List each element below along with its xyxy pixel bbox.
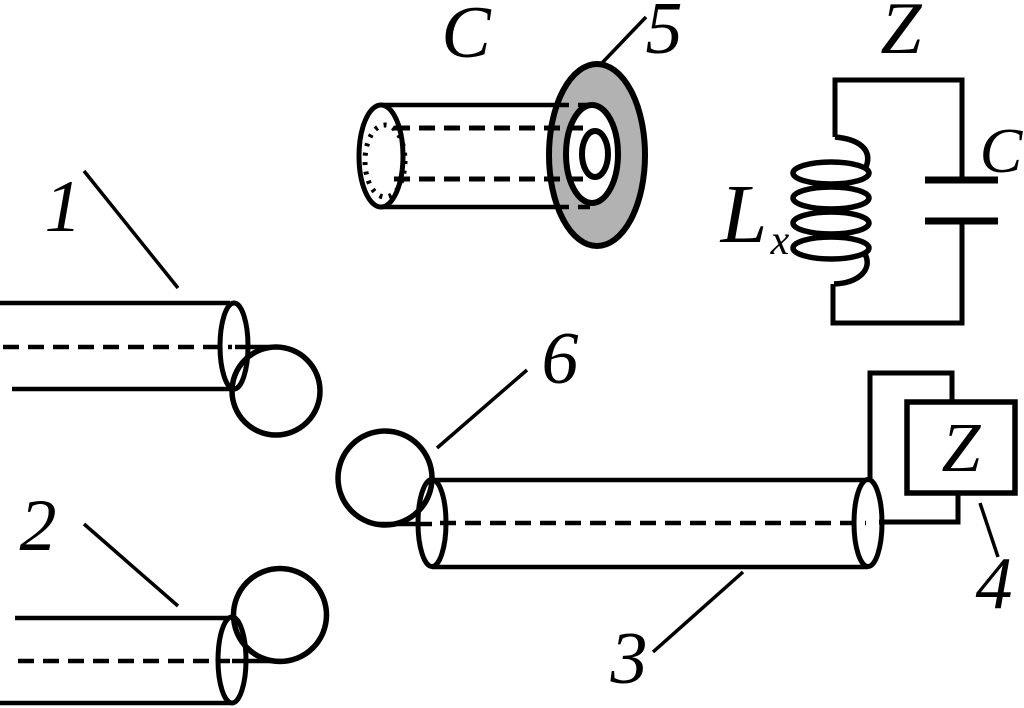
- label-2-leader-line: [82, 522, 180, 608]
- inner-conductor-end-face: [579, 128, 611, 180]
- cable3-left-end-face: [415, 477, 449, 569]
- label-2: 2: [20, 485, 57, 567]
- probe1-end-face: [217, 300, 251, 392]
- inductor-coil-turn: [790, 234, 872, 262]
- label-circuit-capacitor-c: C: [980, 115, 1024, 186]
- inductor-coil-turn: [790, 159, 872, 187]
- coax-probe-1: 1: [0, 166, 323, 438]
- label-tubular-capacitor-c: C: [441, 0, 492, 74]
- label-6: 6: [542, 318, 579, 400]
- label-1-leader-line: [82, 169, 180, 290]
- label-5-leader-line: [600, 15, 648, 65]
- label-meter-z: Z: [942, 410, 982, 487]
- coil-entry-arc: [834, 134, 871, 168]
- impedance-meter: Z 4: [867, 370, 1018, 625]
- label-4: 4: [976, 543, 1013, 625]
- circuit-top-wire: [832, 77, 965, 178]
- tube-left-end-face: [356, 102, 406, 210]
- label-inductance-subscript-x: x: [770, 218, 790, 264]
- impedance-meter-box: [904, 399, 1018, 496]
- label-inductance-l: L: [720, 168, 768, 261]
- cable3-right-end-face: [851, 477, 885, 569]
- label-6-leader-line: [435, 368, 529, 450]
- coil-exit-arc: [833, 252, 870, 287]
- tube-bore-dotted-ellipse: [362, 122, 408, 200]
- coax-cable-3: 6 3: [335, 318, 885, 700]
- label-3: 3: [610, 618, 648, 700]
- circuit-bottom-wire: [830, 224, 965, 326]
- tubular-capacitor-assembly: C 5: [356, 0, 683, 249]
- inductor-coil-turn: [790, 184, 872, 212]
- label-5: 5: [646, 0, 683, 70]
- probe2-end-face: [215, 614, 249, 706]
- label-4-leader-line: [978, 502, 1000, 558]
- lc-impedance-circuit: Z C L x: [720, 0, 1024, 326]
- coax-probe-2: 2: [0, 485, 330, 706]
- inductor-coil-turn: [790, 209, 872, 237]
- meter-lower-lead-wire: [879, 493, 961, 525]
- label-1: 1: [45, 166, 82, 248]
- label-circuit-z: Z: [880, 0, 922, 70]
- meter-upper-lead-wire: [867, 370, 955, 481]
- label-3-leader-line: [651, 570, 745, 654]
